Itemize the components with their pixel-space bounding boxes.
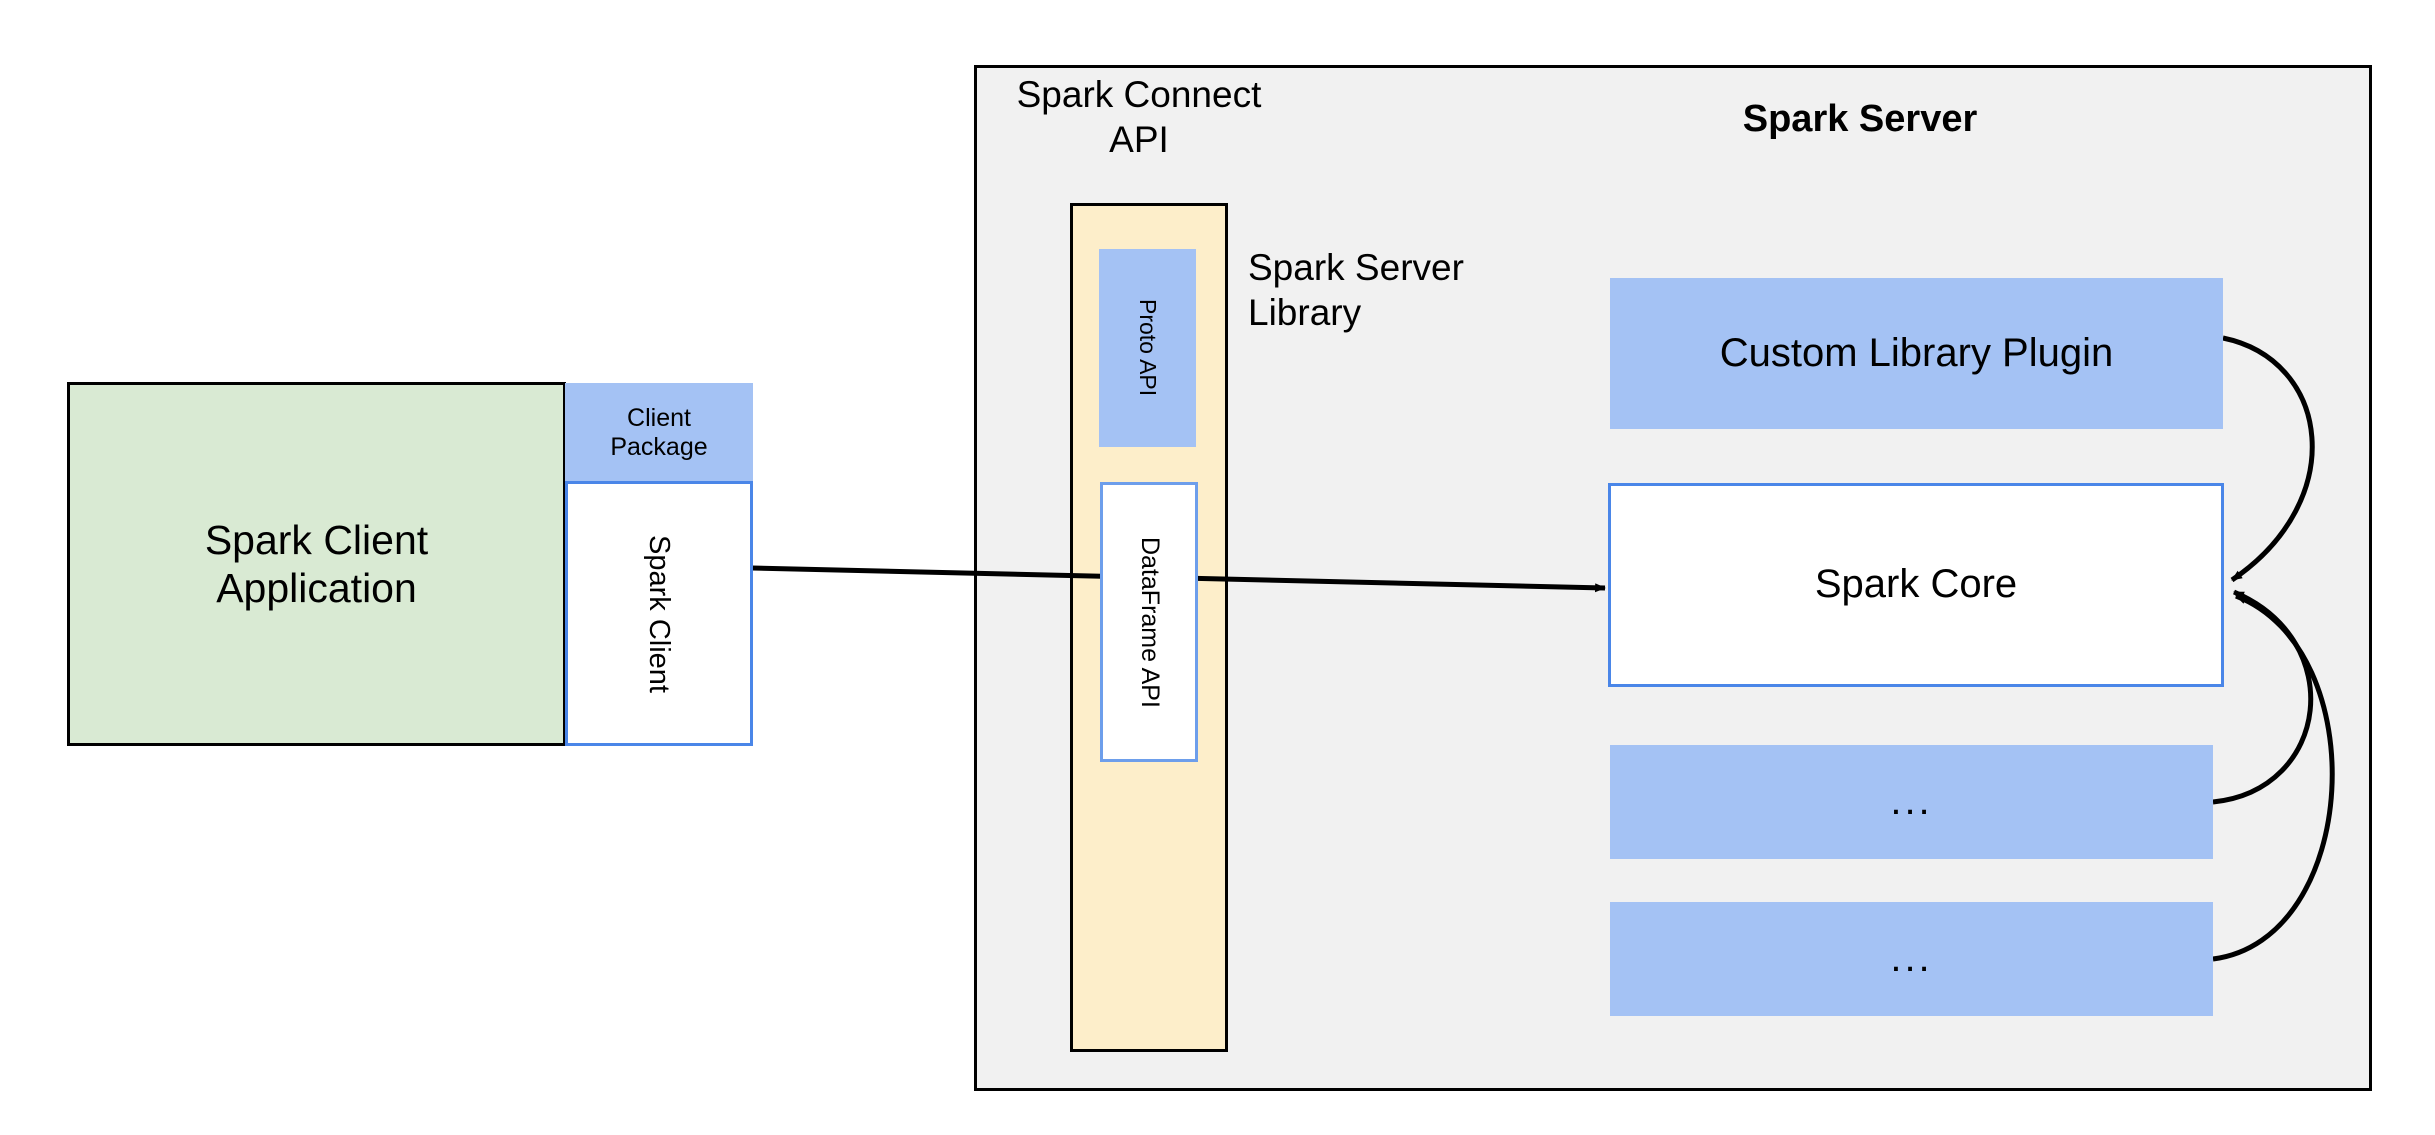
placeholder-2-label: ... [1890,936,1933,981]
spark-connect-api-line1: Spark Connect [1016,74,1262,115]
proto-api-box[interactable]: Proto API [1099,249,1196,447]
dataframe-api-box[interactable]: DataFrame API [1100,482,1198,762]
client-package-box[interactable]: Client Package [565,383,753,483]
placeholder-box-1[interactable]: ... [1610,745,2213,859]
spark-core-box[interactable]: Spark Core [1608,483,2224,687]
spark-client-label: Spark Client [643,534,676,693]
spark-connect-api-label: Spark Connect API [994,72,1284,162]
spark-server-library-line2: Library [1248,292,1362,334]
proto-api-label: Proto API [1135,299,1162,397]
spark-server-library-line1: Spark Server [1248,247,1464,288]
dataframe-api-label: DataFrame API [1135,536,1164,708]
placeholder-box-2[interactable]: ... [1610,902,2213,1016]
custom-library-plugin-box[interactable]: Custom Library Plugin [1610,278,2223,429]
client-app-line2: Application [216,565,417,611]
spark-server-library-label: Spark Server Library [1248,245,1558,335]
client-app-line1: Spark Client [204,516,429,563]
spark-client-box[interactable]: Spark Client [565,481,753,746]
spark-connect-api-line2: API [1109,119,1169,161]
custom-library-plugin-label: Custom Library Plugin [1719,330,2114,375]
client-package-line2: Package [610,433,708,461]
spark-server-title: Spark Server [1742,98,1978,140]
spark-client-application-box[interactable]: Spark Client Application [67,382,566,746]
client-package-line1: Client [627,403,691,432]
placeholder-1-label: ... [1890,779,1933,824]
spark-core-label: Spark Core [1814,562,2018,607]
